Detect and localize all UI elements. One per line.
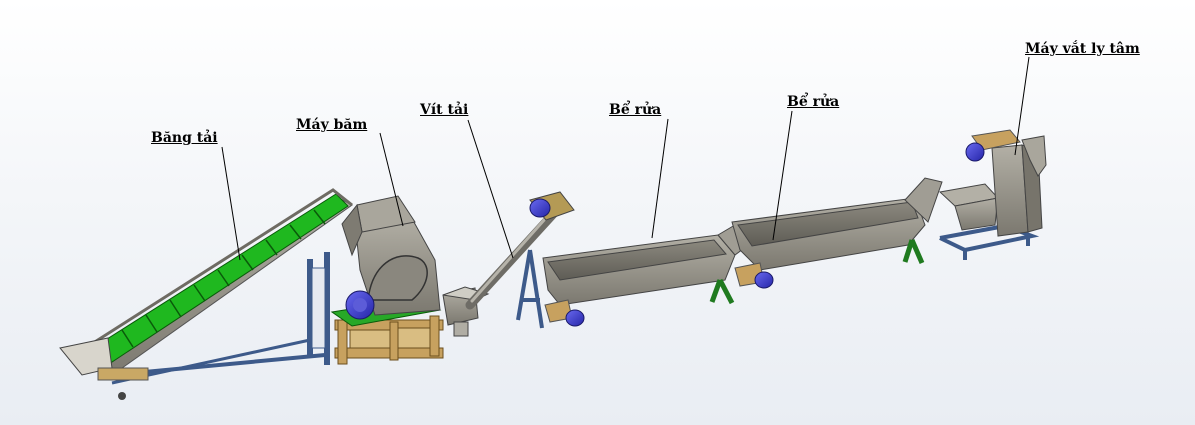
tank1-legs [709, 278, 735, 305]
label-shredder: Máy băm [296, 117, 368, 133]
tank2-inner [737, 201, 919, 247]
label-conveyor: Băng tải [151, 130, 218, 146]
tank1-inner [547, 239, 727, 281]
leader-line-conveyor [221, 146, 241, 261]
washing-tank-1 [542, 221, 756, 327]
leader-line-shredder [379, 132, 404, 227]
label-screw-conveyor: Vít tải [420, 102, 469, 118]
tank2-motor [754, 271, 774, 289]
screw-legs [516, 249, 544, 329]
washing-tank-2 [731, 177, 943, 289]
label-washing-tank-1: Bể rửa [609, 102, 662, 118]
conveyor [59, 188, 353, 400]
tank1-motor [565, 309, 585, 327]
label-washing-tank-2: Bể rửa [787, 94, 840, 110]
centrifuge-base [939, 223, 1040, 260]
screw-motor [529, 191, 575, 221]
tank2-legs [902, 239, 925, 264]
conveyor-rail [89, 188, 353, 347]
conveyor-foot [97, 367, 149, 381]
centrifuge [938, 129, 1047, 260]
conveyor-stand-panel [311, 267, 326, 349]
centrifuge-motor [965, 142, 985, 162]
shredder-motor [345, 290, 375, 320]
leader-line-screw [467, 119, 514, 259]
screw-conveyor [442, 191, 575, 337]
leader-line-tank1 [651, 118, 669, 239]
label-centrifuge: Máy vắt ly tâm [1025, 41, 1140, 57]
shredder-wood-base [334, 315, 444, 365]
shredder-belt-guard [367, 255, 428, 301]
shredder-hopper-side [341, 203, 363, 257]
tank2-end [904, 177, 943, 223]
conveyor-stand [307, 252, 330, 365]
leader-line-tank2 [772, 110, 793, 241]
shredder [330, 195, 444, 365]
centrifuge-feed-box [954, 197, 999, 231]
screw-outlet [453, 321, 469, 337]
belt-cleats [121, 209, 326, 348]
leader-line-centrifuge [1014, 56, 1030, 156]
leader-lines [221, 56, 1030, 261]
conveyor-wheel [118, 392, 126, 400]
centrifuge-exhaust [1021, 135, 1047, 177]
